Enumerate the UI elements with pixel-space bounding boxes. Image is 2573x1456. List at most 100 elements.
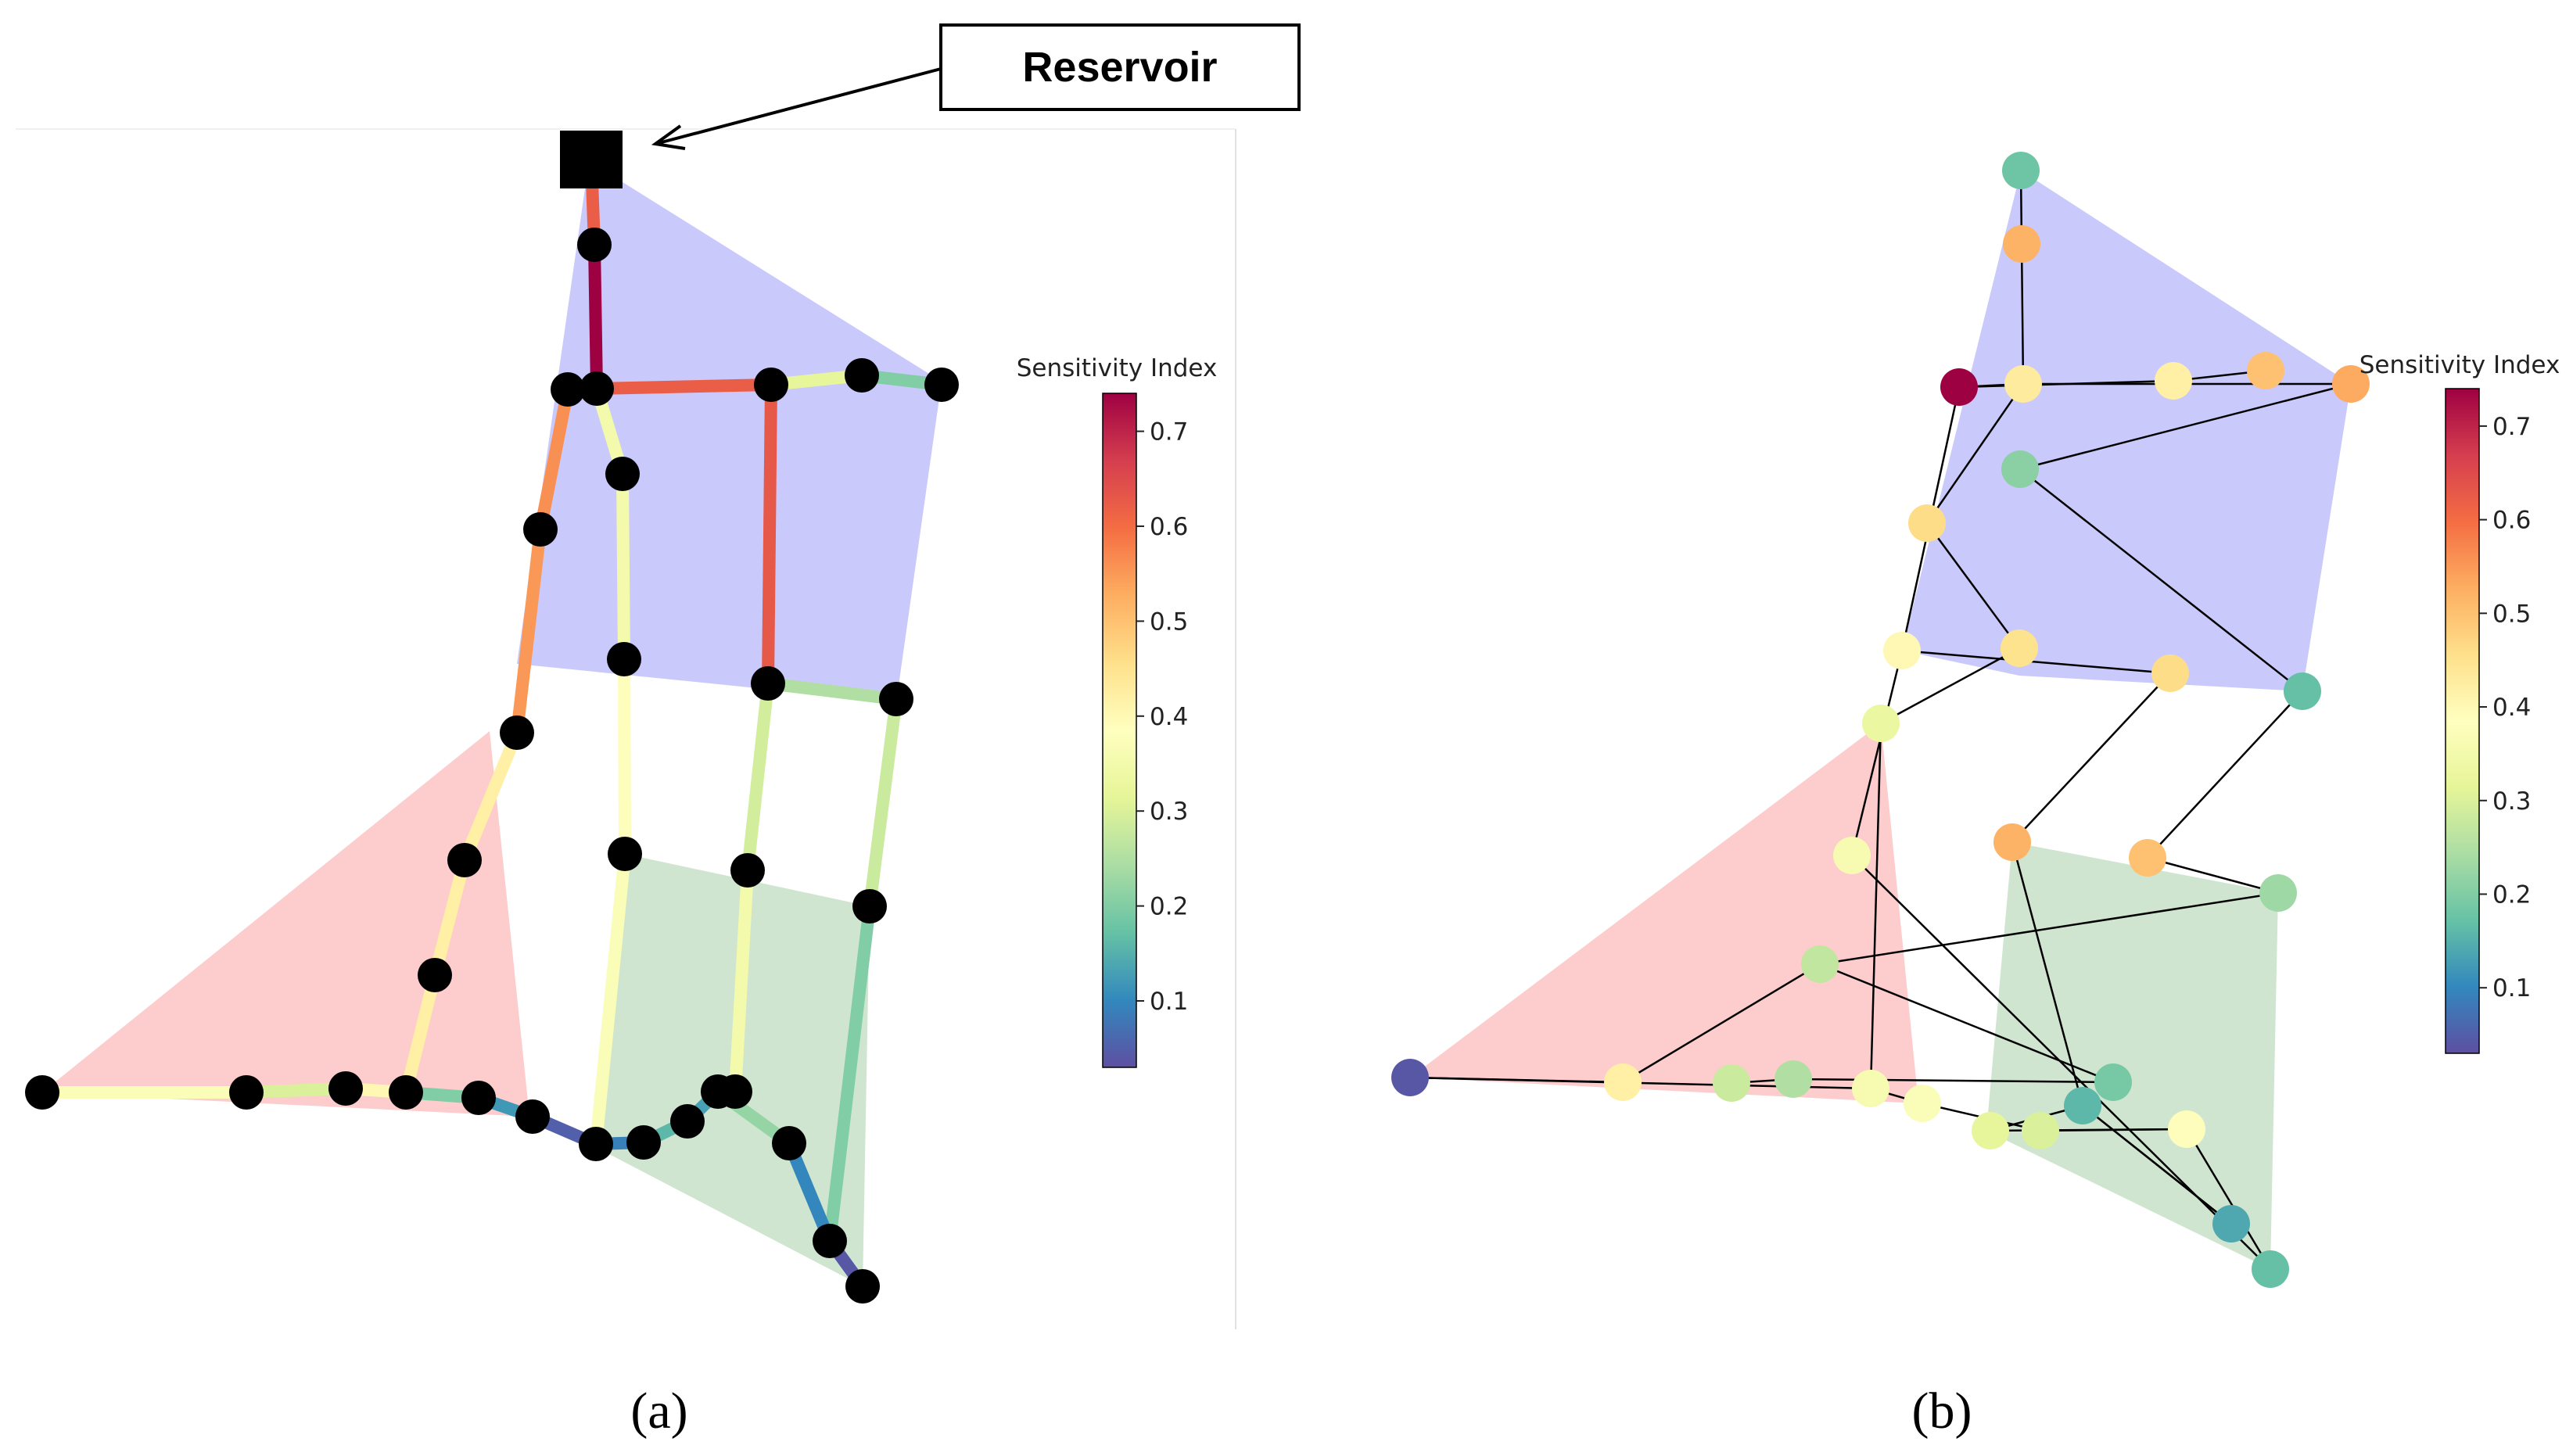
junction-node: [515, 1099, 550, 1134]
junction-node: [2284, 672, 2321, 710]
junction-node: [1883, 632, 1921, 669]
junction-node: [1391, 1059, 1429, 1096]
pipe: [2019, 382, 2352, 471]
junction-node: [718, 1074, 752, 1109]
junction-node: [1775, 1060, 1812, 1098]
reservoir-callout-box: [939, 23, 1301, 111]
pipe: [1819, 891, 2279, 966]
junction-node: [579, 1127, 613, 1161]
junction-node: [2252, 1250, 2289, 1288]
junction-node: [845, 1269, 880, 1304]
panel-b-label: (b): [1912, 1382, 1972, 1440]
panel-a-label: (a): [630, 1382, 687, 1440]
junction-node: [607, 642, 641, 676]
colorbar-tick-label: 0.3: [2492, 787, 2531, 816]
junction-node: [730, 853, 765, 888]
pipe: [1901, 649, 2171, 675]
junction-node: [2247, 352, 2284, 389]
pipe: [616, 473, 630, 660]
junction-node: [551, 372, 585, 407]
junction-node: [754, 368, 788, 402]
zone-green: [1986, 842, 2278, 1269]
colorbar-b: Sensitivity Index 0.10.20.30.40.50.60.7: [2359, 351, 2560, 1054]
junction-node: [2168, 1110, 2205, 1148]
pipe: [429, 858, 471, 977]
junction-node: [2003, 225, 2040, 263]
colorbar-b-bar: [2445, 388, 2480, 1054]
junction-node: [1713, 1064, 1750, 1102]
pipe: [618, 658, 631, 855]
junction-node: [523, 512, 558, 547]
junction-node: [2151, 654, 2189, 692]
junction-node: [2001, 629, 2038, 667]
pipe: [534, 388, 574, 531]
panel-b-node-sensitivity: [1391, 152, 2370, 1288]
pipe: [400, 974, 441, 1094]
junction-node: [605, 457, 640, 491]
colorbar-tick-label: 0.7: [1150, 418, 1188, 446]
junction-node: [1940, 368, 1978, 406]
junction-node: [1904, 1085, 1941, 1122]
pipe: [2019, 468, 2303, 692]
junction-node: [1833, 837, 1871, 874]
pipe: [2011, 841, 2084, 1106]
pipe: [511, 529, 547, 733]
junction-node: [2022, 1112, 2059, 1149]
pipe: [1880, 647, 2020, 725]
pipe: [1925, 383, 2025, 524]
pipe: [2011, 672, 2171, 843]
junction-node: [670, 1104, 705, 1139]
pipe: [1869, 723, 1882, 1089]
pipe: [2147, 856, 2279, 895]
pipe: [588, 244, 603, 389]
pipe: [2185, 1128, 2272, 1270]
colorbar-tick-label: 0.5: [1150, 608, 1188, 636]
pipe: [824, 906, 876, 1242]
junction-node: [608, 837, 642, 871]
pipe: [1622, 963, 1821, 1084]
colorbar-tick-label: 0.1: [2492, 974, 2531, 1002]
junction-node: [2004, 365, 2042, 403]
junction-node: [500, 715, 534, 750]
colorbar-a-ticks: 0.10.20.30.40.50.60.7: [1136, 418, 1188, 1016]
junction-node: [461, 1081, 496, 1115]
reservoir-node: [2002, 152, 2040, 189]
junction-node: [447, 843, 482, 877]
junction-node: [1993, 823, 2031, 861]
reservoir-arrowhead: [651, 124, 686, 150]
zone-red: [1410, 723, 1918, 1103]
colorbar-a-title: Sensitivity Index: [1017, 354, 1218, 382]
reservoir-callout-arrow: [658, 67, 942, 145]
colorbar-b-ticks: 0.10.20.30.40.50.60.7: [2479, 413, 2531, 1002]
pipe: [2020, 243, 2025, 385]
junction-node: [1801, 945, 1839, 983]
junction-node: [577, 228, 612, 262]
junction-node: [2064, 1087, 2101, 1124]
junction-node: [751, 666, 785, 701]
colorbar-a: Sensitivity Index 0.10.20.30.40.50.60.7: [1017, 354, 1218, 1068]
colorbar-tick-label: 0.5: [2492, 600, 2531, 628]
junction-node: [772, 1126, 806, 1160]
pipe: [767, 677, 897, 705]
junction-node: [1604, 1063, 1642, 1101]
colorbar-tick-label: 0.6: [1150, 513, 1188, 541]
pipe: [2147, 690, 2303, 859]
pipe: [762, 384, 777, 684]
junction-node: [1908, 504, 1946, 542]
colorbar-tick-label: 0.4: [1150, 703, 1188, 731]
colorbar-a-bar: [1102, 393, 1137, 1068]
junction-node: [2155, 362, 2192, 400]
junction-node: [580, 371, 614, 406]
colorbar-tick-label: 0.4: [2492, 694, 2531, 722]
junction-node: [25, 1075, 59, 1110]
pipe: [590, 853, 631, 1145]
junction-node: [2129, 839, 2166, 877]
pipe: [1958, 379, 2174, 389]
pipe: [783, 1140, 836, 1244]
junction-node: [2259, 874, 2297, 912]
junction-node: [924, 368, 959, 402]
pipe: [1850, 650, 1904, 856]
pipe: [1819, 963, 2114, 1084]
pipe: [2082, 1105, 2232, 1225]
colorbar-b-title: Sensitivity Index: [2359, 351, 2560, 379]
